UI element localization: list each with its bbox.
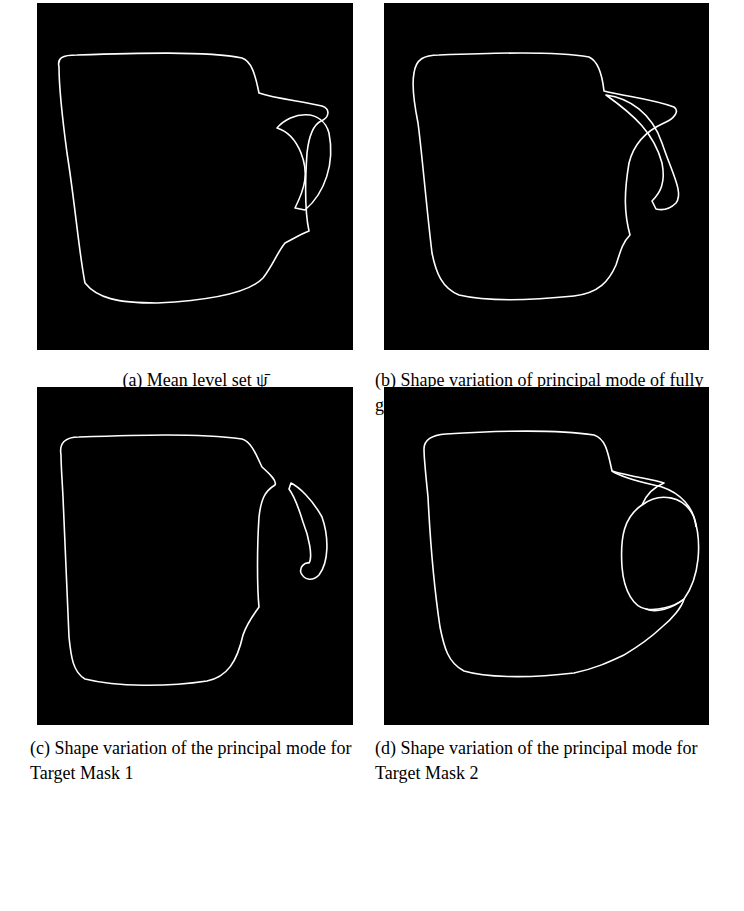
panel-caption: (a) Mean level set ψ̄: [37, 368, 353, 393]
target-mask-2-panel: [384, 387, 709, 725]
panel-caption: (c) Shape variation of the principal mod…: [30, 736, 365, 786]
panel-caption: (d) Shape variation of the principal mod…: [375, 736, 720, 786]
target-mask-1-panel: [37, 387, 353, 725]
mean-level-set-panel: [37, 3, 353, 350]
panel-caption: (b) Shape variation of principal mode of…: [375, 368, 720, 418]
global-pca-panel: [384, 3, 709, 350]
